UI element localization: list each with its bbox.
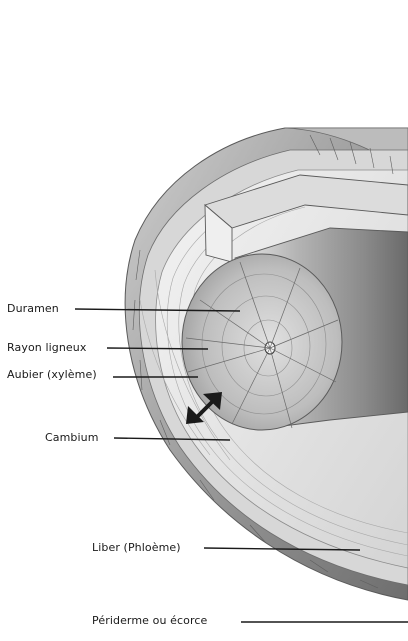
label-aubier: Aubier (xylème) [7,368,97,381]
label-duramen: Duramen [7,302,59,315]
duramen-end-face [182,254,342,430]
leader-rayon [107,348,208,349]
label-periderme: Périderme ou écorce [92,614,207,627]
label-rayon-ligneux: Rayon ligneux [7,341,86,354]
label-liber: Liber (Phloème) [92,541,181,554]
label-cambium: Cambium [45,431,99,444]
